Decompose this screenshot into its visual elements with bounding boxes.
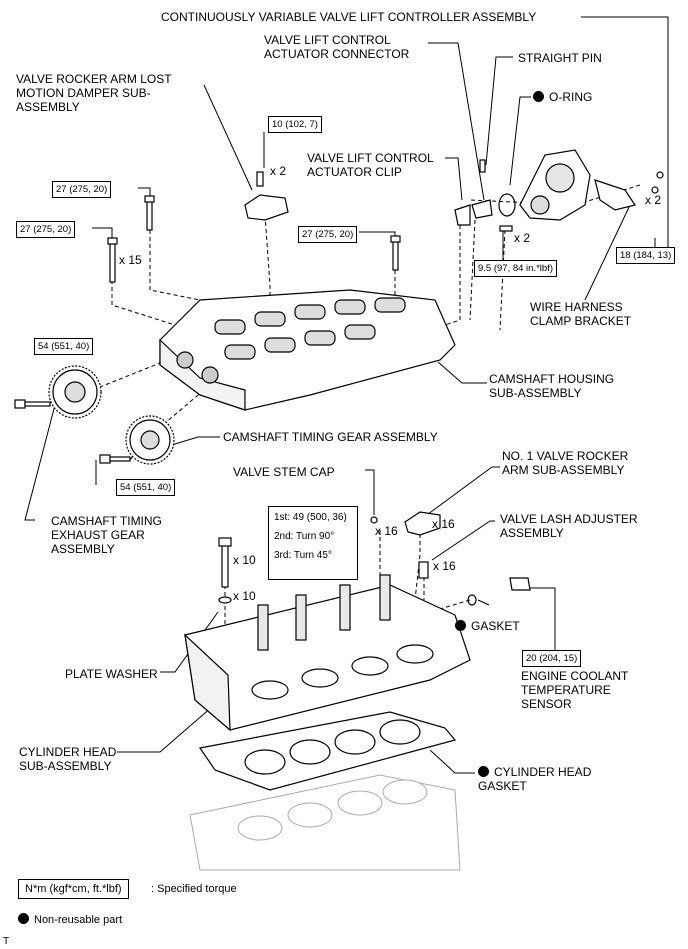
qty-damper: x 2 [270,164,287,178]
qty-left: x 15 [119,253,142,267]
leader-rocker [419,466,500,521]
leader-lash [431,520,495,561]
camshaft-housing-drawing [159,289,456,411]
torque-pin: 9.5 (97, 84 in.*lbf) [474,260,557,277]
qty-stem-cap: x 16 [375,524,398,538]
non-reusable-dot-icon [18,913,29,924]
label-rocker-arm: NO. 1 VALVE ROCKER ARM SUB-ASSEMBLY [502,449,629,477]
torque-damper: 10 (102, 7) [268,116,322,133]
straight-pin-drawing [479,159,486,173]
torque-sensor: 20 (204, 15) [522,650,582,667]
step-1: 1st: 49 (500, 36) [274,512,347,523]
leader-exhaust [24,404,56,521]
leader-bracket [584,204,631,301]
pin-drawing [499,225,513,232]
actuator-clip-drawing [454,204,471,226]
torque-intake-gear: 54 (551, 40) [116,479,176,496]
qty-rocker: x 16 [432,517,455,531]
label-camshaft-housing: CAMSHAFT HOUSING SUB-ASSEMBLY [489,372,615,400]
qty-lash: x 16 [433,559,456,573]
leader-damper [203,84,253,191]
label-timing-gear: CAMSHAFT TIMING GEAR ASSEMBLY [223,430,438,444]
qty-washer: x 10 [233,589,256,603]
label-actuator-clip: VALVE LIFT CONTROL ACTUATOR CLIP [307,151,434,179]
non-reusable-dot-icon [455,620,466,631]
torque-left-1: 27 (275, 20) [52,181,112,198]
label-exhaust-gear: CAMSHAFT TIMING EXHAUST GEAR ASSEMBLY [51,514,162,556]
label-rocker-damper: VALVE ROCKER ARM LOST MOTION DAMPER SUB-… [16,72,172,114]
label-lash-adjuster: VALVE LASH ADJUSTER ASSEMBLY [500,512,638,540]
qty-pin: x 2 [514,231,531,245]
non-reusable-dot-icon [478,766,489,777]
bolt-drawings [14,195,401,604]
leader-clip [445,157,463,201]
leader-timing-gear [164,436,220,448]
stem-cap-drawing [370,516,378,524]
label-cylinder-head: CYLINDER HEAD SUB-ASSEMBLY [19,745,117,773]
head-bolt-torque-steps: 1st: 49 (500, 36) 2nd: Turn 90° 3rd: Tur… [268,506,358,580]
label-wire-harness-bracket: WIRE HARNESS CLAMP BRACKET [530,300,632,328]
leader-stem-cap [365,469,375,515]
label-coolant-sensor: ENGINE COOLANT TEMPERATURE SENSOR [521,669,629,711]
rocker-arm-drawing [404,511,441,536]
non-reusable-dot-icon [533,91,544,102]
torque-exhaust-gear: 54 (551, 40) [34,338,94,355]
legend-nonreusable: Non-reusable part [18,913,122,927]
qty-head-bolt: x 10 [233,553,256,567]
qty-right: x 2 [645,193,662,207]
cvvl-controller-drawing [454,149,664,232]
label-valve-stem-cap: VALVE STEM CAP [233,465,335,479]
head-gasket-drawing [198,711,457,791]
coolant-sensor-drawing [509,577,531,591]
label-straight-pin: STRAIGHT PIN [518,51,602,65]
rocker-damper-drawing [244,171,289,221]
label-head-gasket: CYLINDER HEAD GASKET [478,765,592,793]
leader-housing [437,361,487,384]
leader-straight-pin [485,56,513,166]
timing-gears-drawing [48,365,175,465]
step-3: 3rd: Turn 45° [274,550,332,561]
label-actuator-connector: VALVE LIFT CONTROL ACTUATOR CONNECTOR [264,33,410,61]
lash-adjuster-drawing [418,561,429,579]
leader-sensor [520,587,556,650]
leader-cvvl [581,16,669,255]
o-ring-drawing [498,193,516,217]
leader-cyl-head [117,699,221,753]
label-gasket: GASKET [455,619,520,633]
gasket-drawing [467,594,477,606]
legend-torque-unit: N*m (kgf*cm, ft.*lbf) [18,879,129,899]
torque-left-2: 27 (275, 20) [16,221,76,238]
torque-mid: 27 (275, 20) [298,226,358,243]
wire-harness-bracket-drawing [594,179,636,211]
corner-mark: T [3,936,10,947]
leader-head-gasket [429,749,475,774]
torque-right: 18 (184, 13) [616,247,676,264]
leader-gasket [477,599,490,606]
cylinder-head-drawing [184,574,471,732]
label-plate-washer: PLATE WASHER [65,667,158,681]
leader-o-ring [509,96,531,186]
leader-connector [428,42,485,201]
cylinder-block-drawing [189,774,461,871]
step-2: 2nd: Turn 90° [274,531,335,542]
legend-torque-desc: : Specified torque [151,883,237,895]
actuator-connector-drawing [471,199,493,219]
label-o-ring: O-RING [533,90,592,104]
label-cvvl-controller: CONTINUOUSLY VARIABLE VALVE LIFT CONTROL… [161,10,537,24]
